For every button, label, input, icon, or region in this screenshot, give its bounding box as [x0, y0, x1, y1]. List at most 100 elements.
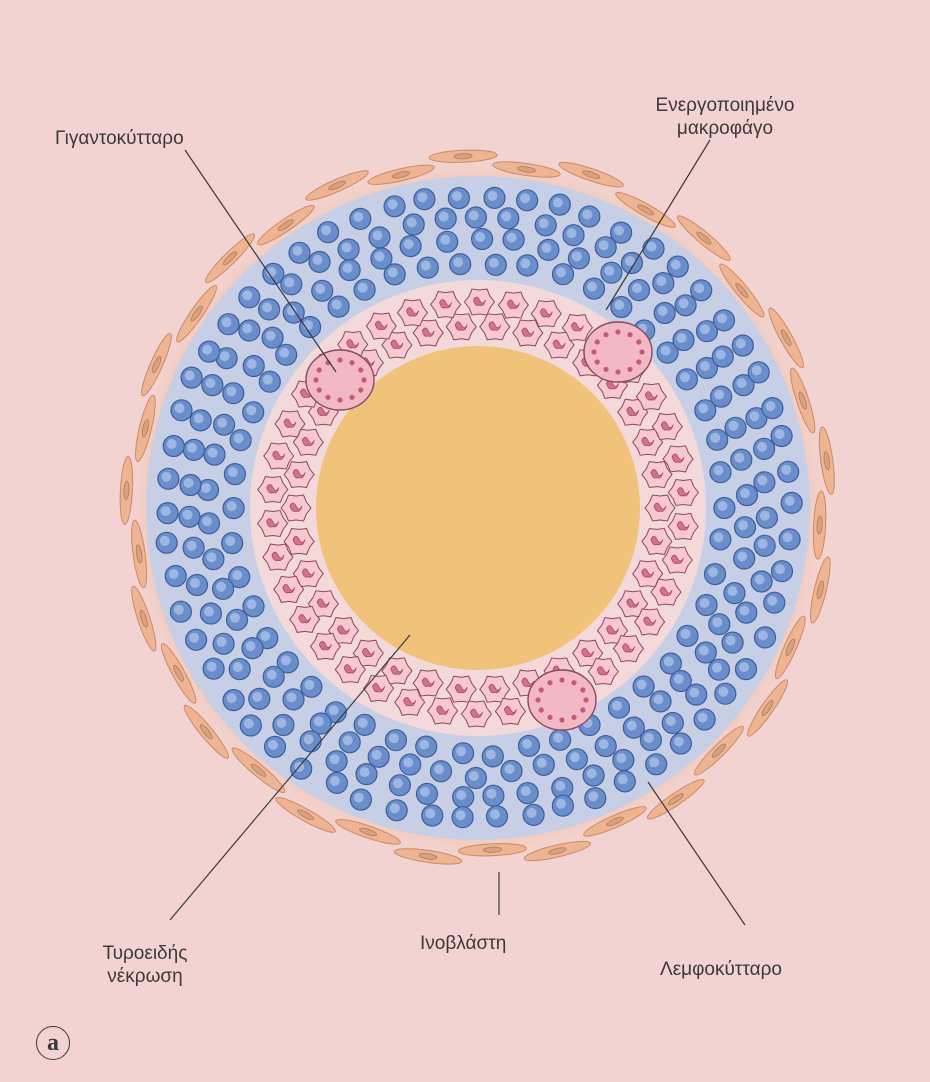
lymphocyte-cell	[223, 383, 244, 404]
lymphocyte-cell	[781, 492, 802, 513]
lymphocyte-cell	[613, 750, 634, 771]
giant-cell-nucleus	[583, 697, 588, 702]
lymphocyte-highlight	[330, 754, 340, 764]
fibroblast-nucleus	[454, 153, 472, 159]
lymphocyte-highlight	[708, 567, 718, 577]
lymphocyte-cell	[714, 498, 735, 519]
lymphocyte-cell	[584, 278, 605, 299]
lymphocyte-cell	[484, 187, 505, 208]
lymphocyte-cell	[422, 805, 443, 826]
lymphocyte-highlight	[287, 692, 297, 702]
lymphocyte-cell	[465, 768, 486, 789]
lymphocyte-highlight	[664, 657, 674, 667]
lymphocyte-highlight	[699, 646, 709, 656]
lymphocyte-highlight	[244, 719, 254, 729]
lymphocyte-cell	[754, 472, 775, 493]
lymphocyte-highlight	[360, 767, 370, 777]
lymphocyte-cell	[339, 260, 360, 281]
lymphocyte-highlight	[486, 749, 496, 759]
lymphocyte-highlight	[321, 225, 331, 235]
lymphocyte-cell	[181, 367, 202, 388]
giant-cell-nucleus	[539, 687, 544, 692]
lymphocyte-highlight	[712, 663, 722, 673]
lymphocyte-highlight	[230, 613, 240, 623]
lymphocyte-cell	[389, 775, 410, 796]
lymphocyte-highlight	[587, 282, 597, 292]
lymphocyte-highlight	[501, 211, 511, 221]
lymphocyte-cell	[538, 239, 559, 260]
giant-cell-nucleus	[615, 329, 620, 334]
lymphocyte-cell	[662, 713, 683, 734]
lymphocyte-highlight	[469, 211, 479, 221]
lymphocyte-highlight	[456, 746, 466, 756]
lymphocyte-cell	[472, 229, 493, 250]
lymphocyte-highlight	[740, 488, 750, 498]
lymphocyte-highlight	[734, 453, 744, 463]
lymphocyte-highlight	[572, 251, 582, 261]
giant-cell-nucleus	[580, 707, 585, 712]
giant-cell	[306, 350, 374, 410]
lymphocyte-highlight	[332, 300, 342, 310]
lymphocyte-highlight	[567, 228, 577, 238]
lymphocyte-highlight	[521, 786, 531, 796]
lymphocyte-cell	[203, 549, 224, 570]
lymphocyte-cell	[448, 188, 469, 209]
lymphocyte-highlight	[456, 790, 466, 800]
lymphocyte-highlight	[404, 239, 414, 249]
lymphocyte-cell	[213, 578, 234, 599]
lymphocyte-cell	[711, 386, 732, 407]
lymphocyte-highlight	[661, 346, 671, 356]
lymphocyte-cell	[485, 254, 506, 275]
lymphocyte-cell	[654, 303, 675, 324]
giant-cell-nucleus	[317, 367, 322, 372]
lymphocyte-highlight	[739, 662, 749, 672]
fibroblast-nucleus	[123, 481, 129, 499]
lymphocyte-cell	[465, 207, 486, 228]
lymphocyte-highlight	[161, 472, 171, 482]
lymphocyte-highlight	[225, 536, 235, 546]
lymphocyte-cell	[498, 208, 519, 229]
lymphocyte-highlight	[527, 808, 537, 818]
lymphocyte-highlight	[374, 252, 384, 262]
lymphocyte-cell	[756, 507, 777, 528]
lymphocyte-highlight	[783, 532, 793, 542]
lymphocyte-cell	[204, 444, 225, 465]
giant-cell-nucleus	[313, 377, 318, 382]
lymphocyte-cell	[416, 736, 437, 757]
lymphocyte-highlight	[354, 793, 364, 803]
lymphocyte-highlight	[169, 569, 179, 579]
lymphocyte-highlight	[712, 617, 722, 627]
lymphocyte-highlight	[222, 317, 232, 327]
lymphocyte-highlight	[700, 598, 710, 608]
lymphocyte-cell	[566, 749, 587, 770]
giant-cell-nucleus	[358, 367, 363, 372]
lymphocyte-highlight	[520, 258, 530, 268]
lymphocyte-highlight	[674, 737, 684, 747]
label-activated-macrophage-line2: μακροφάγο	[625, 117, 825, 140]
lymphocyte-cell	[326, 751, 347, 772]
lymphocyte-highlight	[775, 429, 785, 439]
lymphocyte-highlight	[755, 575, 765, 585]
lymphocyte-highlight	[553, 733, 563, 743]
lymphocyte-highlight	[599, 739, 609, 749]
lymphocyte-highlight	[556, 267, 566, 277]
lymphocyte-highlight	[160, 536, 170, 546]
lymphocyte-cell	[301, 676, 322, 697]
lymphocyte-cell	[483, 785, 504, 806]
lymphocyte-highlight	[588, 791, 598, 801]
lymphocyte-highlight	[522, 739, 532, 749]
lymphocyte-cell	[239, 320, 260, 341]
lymphocyte-cell	[736, 602, 757, 623]
lymphocyte-cell	[779, 529, 800, 550]
lymphocyte-highlight	[439, 212, 449, 222]
giant-cell-nucleus	[580, 687, 585, 692]
lymphocyte-cell	[695, 642, 716, 663]
giant-cell-nucleus	[627, 367, 632, 372]
lymphocyte-highlight	[304, 734, 314, 744]
lymphocyte-cell	[262, 327, 283, 348]
lymphocyte-highlight	[453, 257, 463, 267]
lymphocyte-cell	[328, 296, 349, 317]
lymphocyte-cell	[517, 783, 538, 804]
lymphocyte-cell	[156, 532, 177, 553]
lymphocyte-highlight	[284, 277, 294, 287]
